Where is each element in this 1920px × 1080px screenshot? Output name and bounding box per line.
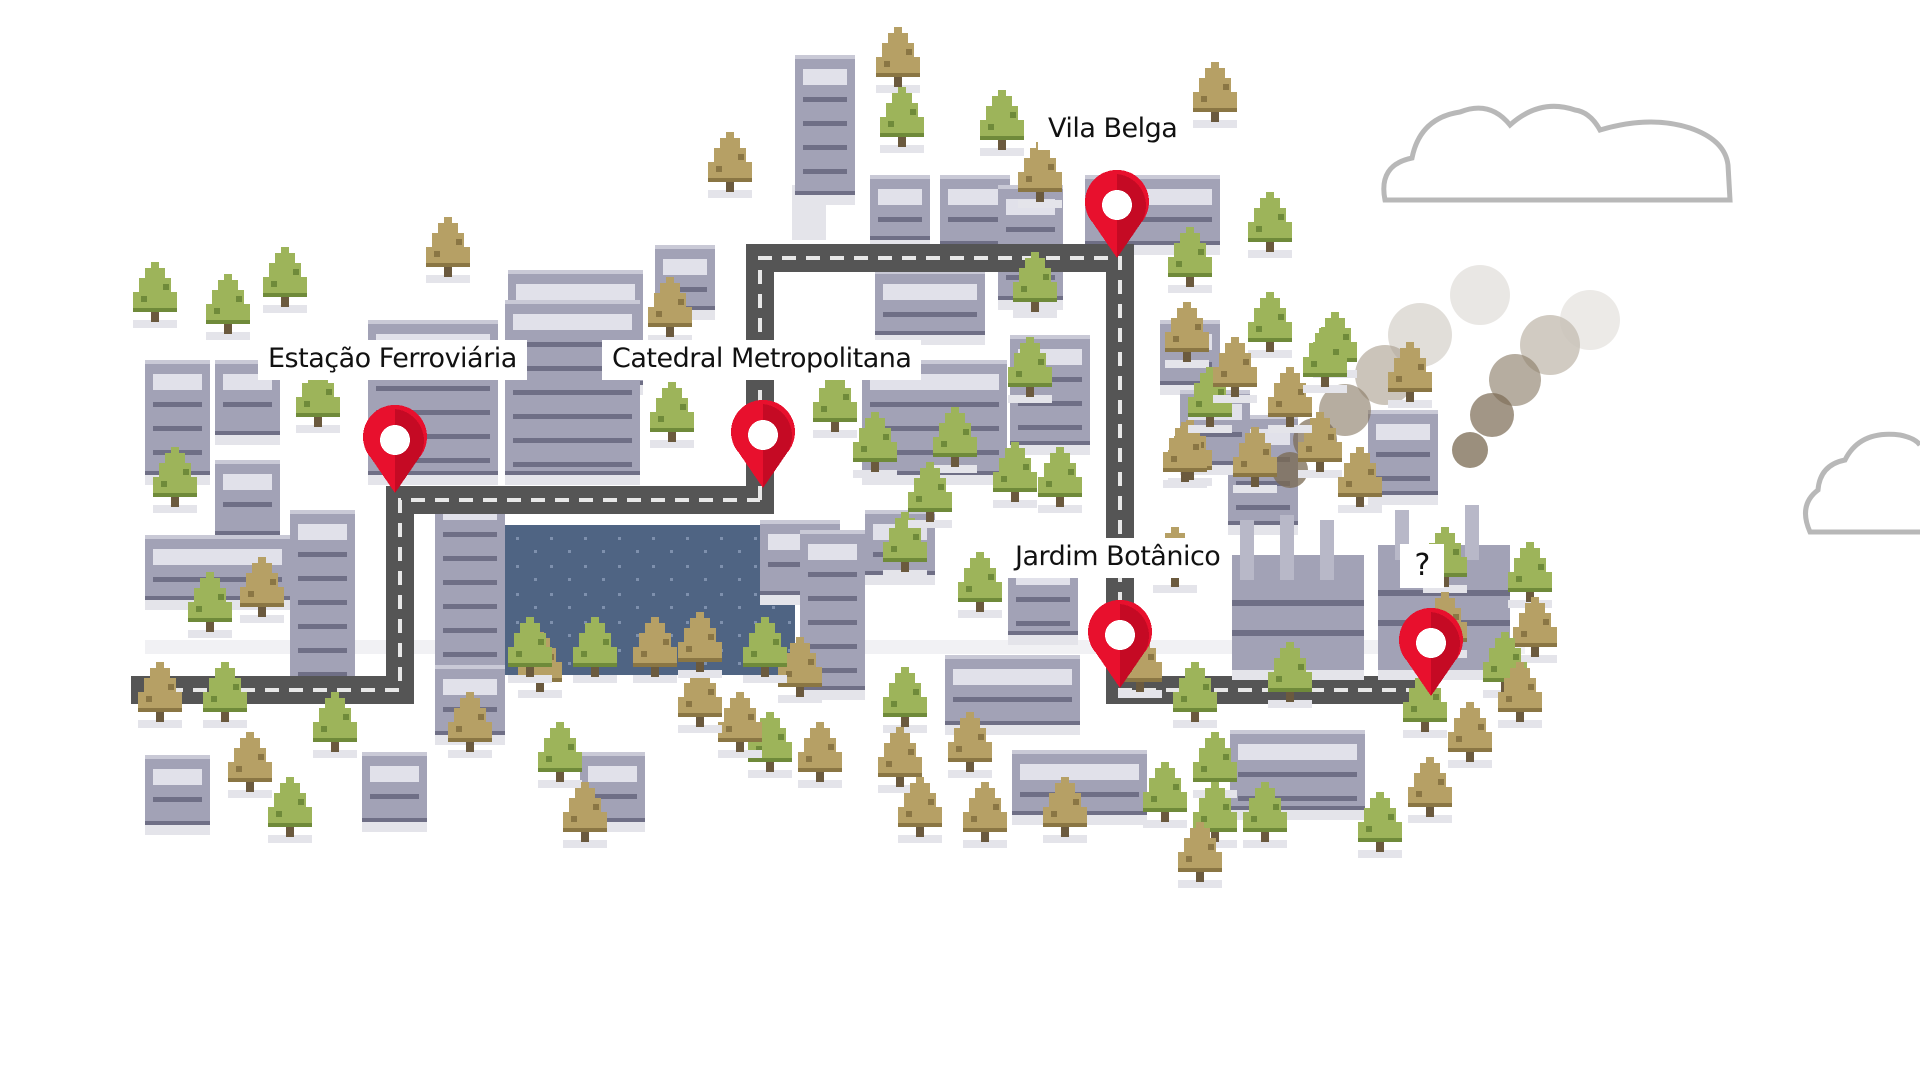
tree bbox=[933, 407, 977, 473]
tree bbox=[153, 447, 197, 513]
location-label-estacao-ferroviaria[interactable]: Estação Ferroviária bbox=[258, 340, 527, 380]
tree bbox=[1388, 342, 1432, 408]
tree bbox=[448, 692, 492, 758]
tree bbox=[1513, 597, 1557, 663]
tree bbox=[898, 777, 942, 843]
tree bbox=[538, 722, 582, 788]
tree bbox=[1143, 762, 1187, 828]
tree bbox=[188, 572, 232, 638]
tree bbox=[1408, 757, 1452, 823]
tree bbox=[883, 667, 927, 733]
tree bbox=[133, 262, 177, 328]
tree bbox=[263, 247, 307, 313]
tree bbox=[426, 217, 470, 283]
trees bbox=[133, 27, 1557, 888]
building bbox=[435, 490, 505, 680]
tree bbox=[1508, 542, 1552, 608]
tree bbox=[980, 90, 1024, 156]
catedral-metropolitana-pin[interactable] bbox=[731, 400, 795, 488]
tree bbox=[633, 617, 677, 683]
building bbox=[870, 175, 930, 250]
location-label-locked[interactable]: ? bbox=[1400, 544, 1444, 588]
tree bbox=[1268, 367, 1312, 433]
tree bbox=[1173, 662, 1217, 728]
location-label-vila-belga[interactable]: Vila Belga bbox=[1038, 110, 1188, 150]
tree bbox=[508, 617, 552, 683]
building bbox=[1230, 730, 1365, 820]
building bbox=[145, 755, 210, 835]
building bbox=[362, 752, 427, 832]
tree bbox=[708, 132, 752, 198]
tree bbox=[1358, 792, 1402, 858]
tree bbox=[563, 782, 607, 848]
tree bbox=[1248, 292, 1292, 358]
tree bbox=[268, 777, 312, 843]
building bbox=[1010, 335, 1090, 455]
tree bbox=[650, 382, 694, 448]
building bbox=[875, 270, 985, 345]
building bbox=[795, 55, 855, 205]
tree bbox=[963, 782, 1007, 848]
building bbox=[505, 300, 640, 485]
tree bbox=[240, 557, 284, 623]
cloud bbox=[1381, 103, 1733, 203]
location-label-jardim-botanico[interactable]: Jardim Botânico bbox=[1005, 538, 1231, 578]
tree bbox=[1013, 252, 1057, 318]
tree bbox=[878, 727, 922, 793]
cloud bbox=[1803, 431, 1920, 535]
tree bbox=[1168, 227, 1212, 293]
tree bbox=[1165, 302, 1209, 368]
location-label-catedral-metropolitana[interactable]: Catedral Metropolitana bbox=[602, 340, 922, 380]
tree bbox=[203, 662, 247, 728]
tree bbox=[853, 412, 897, 478]
tree bbox=[1248, 192, 1292, 258]
tree bbox=[228, 732, 272, 798]
tree bbox=[1498, 662, 1542, 728]
tree bbox=[958, 552, 1002, 618]
tree bbox=[1243, 782, 1287, 848]
tree bbox=[743, 617, 787, 683]
tree bbox=[993, 442, 1037, 508]
tree bbox=[1298, 412, 1342, 478]
tree bbox=[1233, 427, 1277, 493]
tree bbox=[880, 87, 924, 153]
tree bbox=[718, 692, 762, 758]
tree bbox=[948, 712, 992, 778]
building bbox=[215, 460, 280, 545]
tree bbox=[1303, 327, 1347, 393]
factory-smoke bbox=[1272, 265, 1620, 488]
tree bbox=[1338, 447, 1382, 513]
tree bbox=[1043, 777, 1087, 843]
tree bbox=[813, 372, 857, 438]
tree bbox=[1008, 337, 1052, 403]
tree bbox=[1213, 337, 1257, 403]
tree bbox=[1448, 702, 1492, 768]
tree bbox=[1193, 62, 1237, 128]
tree bbox=[573, 617, 617, 683]
tree bbox=[798, 722, 842, 788]
tree bbox=[1018, 142, 1062, 208]
tree bbox=[1038, 447, 1082, 513]
tree bbox=[206, 274, 250, 340]
tree bbox=[876, 27, 920, 93]
tree bbox=[678, 612, 722, 678]
tree bbox=[1178, 822, 1222, 888]
tree bbox=[648, 277, 692, 343]
tree bbox=[778, 637, 822, 703]
tree bbox=[313, 692, 357, 758]
building bbox=[290, 510, 355, 695]
tree bbox=[138, 662, 182, 728]
tree bbox=[908, 462, 952, 528]
tree bbox=[1268, 642, 1312, 708]
road-network bbox=[131, 244, 1434, 704]
